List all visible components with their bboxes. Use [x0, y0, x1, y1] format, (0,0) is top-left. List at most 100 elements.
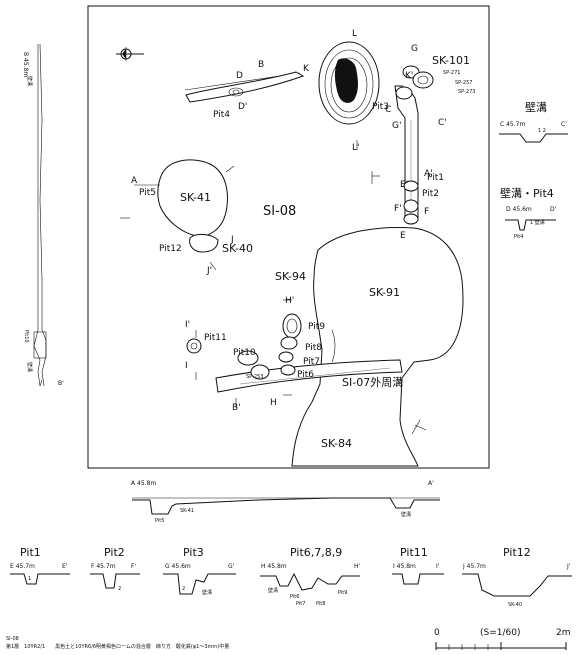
letter-B-prime: B'	[232, 403, 241, 413]
pit12-profile	[462, 573, 572, 597]
pit3-title: Pit3	[183, 546, 204, 559]
pit2-num: 2	[118, 586, 121, 592]
pit2-left: F 45.7m	[91, 563, 116, 570]
left-pit10: Pit10	[23, 330, 29, 343]
left-section-b	[33, 43, 47, 387]
letter-D-prime: D'	[238, 102, 247, 112]
pit2-right: F'	[131, 563, 136, 570]
pit4-plan-label: Pit4	[213, 110, 230, 120]
section-a-sk41: SK-41	[180, 508, 194, 514]
sk-41-label: SK-41	[180, 191, 211, 204]
pit9-plan-label: Pit9	[308, 322, 325, 332]
section-a-left: A 45.8m	[131, 480, 156, 487]
si-07-label: SI-07外周溝	[342, 376, 403, 389]
pit1-profile	[10, 573, 70, 585]
letter-L-prime: L'	[352, 143, 360, 153]
sk-40-label: SK-40	[222, 242, 253, 255]
section-a-wall: 壁溝	[401, 511, 411, 518]
pit12-right: J'	[566, 563, 571, 570]
scale-end: 2m	[556, 628, 571, 638]
pit1-title: Pit1	[20, 546, 41, 559]
section-a-pit5: Pit5	[155, 518, 164, 524]
pit3-right: G'	[228, 563, 235, 570]
left-top-label: B 45.8m	[22, 52, 29, 77]
wall-ditch-pit4-right: D'	[550, 206, 557, 213]
pit1-right: E'	[62, 563, 68, 570]
sk-101-label: SK-101	[432, 54, 470, 67]
sk-101-feature	[318, 41, 380, 125]
letter-A: A	[131, 176, 138, 186]
letter-K: K	[303, 64, 310, 74]
section-a-right: A'	[428, 480, 434, 487]
wall-ditch-pit4-title: 壁溝・Pit4	[500, 186, 554, 200]
sp-271-label: SP-271	[443, 70, 460, 76]
plan-frame	[87, 5, 490, 469]
pit11-plan-label: Pit11	[204, 333, 227, 343]
wall-ditch-right: C'	[561, 121, 567, 128]
pit2-profile	[90, 573, 140, 589]
sk-84-label: SK-84	[321, 437, 352, 450]
pit3-plan-label: Pit3	[372, 102, 389, 112]
pit3-left: G 45.6m	[165, 563, 191, 570]
wall-ditch-title: 壁溝	[525, 100, 547, 114]
pit4-note: 1 壁溝	[530, 219, 545, 226]
letter-G-prime: G'	[392, 121, 401, 131]
footer-line1: SI-08	[6, 636, 19, 642]
wall-ditch-nums: 1 2	[538, 128, 546, 134]
pit11-right: I'	[436, 563, 440, 570]
pit12-left: J 45.7m	[462, 563, 486, 570]
letter-E-prime: E'	[400, 180, 408, 190]
pit4-feature	[185, 71, 305, 103]
sp-257-label: SP-257	[455, 80, 472, 86]
pit6-plan-label: Pit6	[297, 370, 314, 380]
north-arrow-icon	[116, 47, 144, 61]
letter-H-prime: H'	[285, 296, 294, 306]
letter-C: C	[385, 105, 391, 115]
ditch-column	[394, 65, 434, 225]
pit6-9-cluster	[186, 313, 302, 380]
pit11-profile	[392, 573, 444, 585]
pit3-note: 壁溝	[202, 589, 212, 596]
pit6789-title: Pit6,7,8,9	[290, 546, 342, 559]
sk-94-label: SK-94	[275, 270, 306, 283]
pit3-profile	[163, 573, 236, 595]
pit8-plan-label: Pit8	[305, 343, 322, 353]
left-bottom-label: B'	[58, 380, 64, 387]
pit6789-wall: 壁溝	[268, 587, 278, 594]
letter-K-prime: K'	[405, 71, 413, 81]
si-08-label: SI-08	[263, 204, 296, 219]
pit11-title: Pit11	[400, 546, 428, 559]
letter-L: L	[352, 29, 357, 39]
section-a-profile	[132, 497, 440, 515]
pit12-note: SK-40	[508, 602, 522, 608]
sk-41-feature	[157, 159, 228, 253]
letter-D: D	[236, 71, 243, 81]
section-marks	[120, 140, 427, 435]
wall-ditch-profile	[499, 133, 568, 143]
letter-B: B	[258, 60, 264, 70]
wall-ditch-left: C 45.7m	[500, 121, 525, 128]
pit6789-left: H 45.8m	[261, 563, 287, 570]
pit6789-pit8: Pit8	[316, 601, 325, 607]
pit1-plan-label: Pit1	[427, 173, 444, 183]
scale-start: 0	[434, 628, 440, 638]
left-wall-top: 壁溝	[26, 76, 33, 86]
sk-91-complex	[291, 227, 464, 467]
letter-I-prime: I'	[185, 320, 190, 330]
pit12-plan-label: Pit12	[159, 244, 182, 254]
sp-273-label: SP-273	[458, 89, 475, 95]
pit6789-right: H'	[354, 563, 361, 570]
pit7-plan-label: Pit7	[303, 357, 320, 367]
pit6789-pit6: Pit6	[290, 594, 299, 600]
letter-F: F	[424, 207, 429, 217]
pit10-plan-label: Pit10	[233, 348, 256, 358]
letter-H: H	[270, 398, 277, 408]
letter-I: I	[185, 361, 188, 371]
pit4-profile	[505, 219, 556, 231]
scale-bar	[435, 642, 567, 650]
pit11-left: I 45.8m	[393, 563, 416, 570]
pit4-small: Pit4	[514, 234, 523, 240]
pit2-title: Pit2	[104, 546, 125, 559]
letter-F-prime: F'	[394, 204, 402, 214]
